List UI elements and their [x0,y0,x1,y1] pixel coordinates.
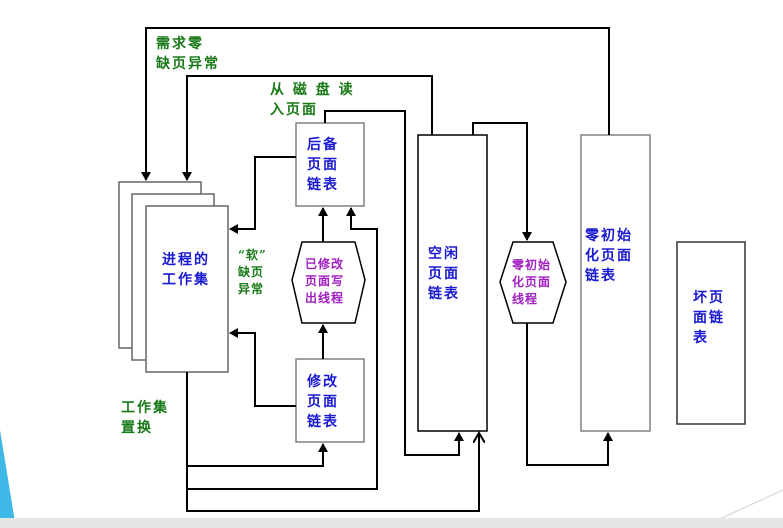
corner-accent-shape [0,430,16,528]
edge-standby-to-free-top [324,110,406,135]
edge-free-to-zero-thread [472,122,532,241]
zeroed-list-box[interactable] [580,134,651,432]
zero-thread-label: 零初始 化页面 线程 [512,258,552,306]
edge-standby-soft-fault [229,156,296,234]
edge-zero-thread-to-zeroed-list [526,323,613,466]
bad-list-box[interactable] [676,241,746,425]
zero-thread-hexagon[interactable] [499,241,567,324]
edge-replacement-to-standby [186,207,378,490]
soft-fault-label: “软” 缺页 异常 [238,248,267,296]
demand-zero-fault-label: 需求零 缺页异常 [156,36,220,72]
modified-writer-hexagon[interactable] [291,241,366,324]
edge-modified-soft-fault [229,328,296,407]
edge-replacement-to-modified [186,372,328,467]
edge-standby-to-free [404,135,464,456]
edge-demand-zero-fault [141,27,610,181]
modified-list-box[interactable] [295,358,365,443]
standby-list-box[interactable] [295,122,365,207]
bottom-bar [0,518,783,528]
free-list-box[interactable] [417,134,488,432]
read-from-disk-label: 从 磁 盘 读 入页面 [270,82,355,118]
free-list-label: 空闲 页面 链表 [428,246,460,302]
working-set-replacement-label: 工作集 置换 [121,400,169,436]
standby-list-label: 后备 页面 链表 [307,137,339,193]
modified-writer-label: 已修改 页面写 出线程 [305,257,345,305]
modified-list-label: 修改 页面 链表 [307,374,339,430]
edge-replacement-to-free [186,433,479,512]
bad-list-label: 坏页 面链 表 [693,290,725,346]
zeroed-list-label: 零初始 化页面 链表 [585,228,633,284]
edge-read-from-disk [182,75,433,181]
working-set-label: 进程的 工作集 [162,252,210,288]
